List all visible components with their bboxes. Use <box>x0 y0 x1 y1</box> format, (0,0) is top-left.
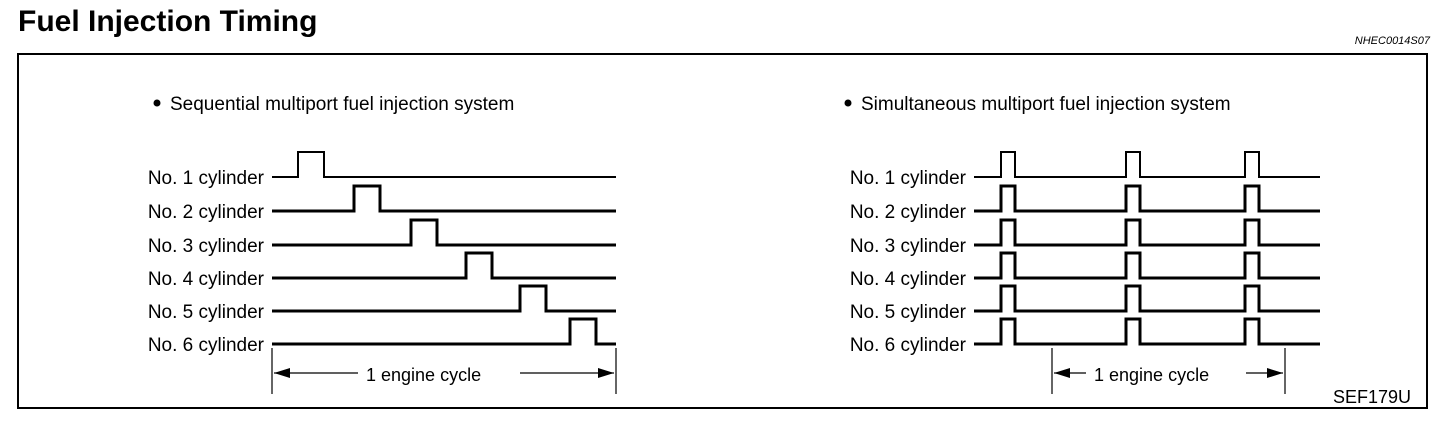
simultaneous-cylinder-label: No. 1 cylinder <box>850 168 967 189</box>
sequential-waveform <box>272 284 616 313</box>
simultaneous-waveform <box>974 218 1320 247</box>
simultaneous-waveform <box>974 151 1320 178</box>
simultaneous-cylinder-label: No. 5 cylinder <box>850 302 967 323</box>
document-code: NHEC0014S07 <box>1354 35 1430 47</box>
sequential-waveform <box>272 151 616 178</box>
bullet-icon <box>844 99 852 107</box>
sequential-cylinder-label: No. 4 cylinder <box>148 269 265 290</box>
simultaneous-cycle-label: 1 engine cycle <box>1094 365 1209 385</box>
simultaneous-waveform <box>974 184 1320 213</box>
sequential-waveform <box>272 251 616 280</box>
sequential-diagram: Sequential multiport fuel injection syst… <box>148 94 617 394</box>
sequential-waveform <box>272 218 616 247</box>
simultaneous-waveform <box>974 251 1320 280</box>
simultaneous-heading: Simultaneous multiport fuel injection sy… <box>861 94 1231 115</box>
simultaneous-cylinder-label: No. 3 cylinder <box>850 236 967 257</box>
simultaneous-waveform <box>974 317 1320 346</box>
bullet-icon <box>153 99 161 107</box>
sequential-waveform <box>272 184 616 213</box>
simultaneous-waveform <box>974 284 1320 313</box>
sequential-cylinder-label: No. 6 cylinder <box>148 335 265 356</box>
page-title: Fuel Injection Timing <box>18 5 318 38</box>
simultaneous-cycle-arrow <box>1051 348 1286 394</box>
sequential-cycle-arrow <box>271 348 617 394</box>
sequential-cylinder-label: No. 2 cylinder <box>148 202 265 223</box>
simultaneous-cylinder-label: No. 4 cylinder <box>850 269 967 290</box>
sequential-cylinder-label: No. 5 cylinder <box>148 302 265 323</box>
simultaneous-cylinder-label: No. 2 cylinder <box>850 202 967 223</box>
sequential-cycle-label: 1 engine cycle <box>366 365 481 385</box>
diagram-frame <box>17 53 1428 409</box>
sequential-cylinder-label: No. 1 cylinder <box>148 168 265 189</box>
sequential-cylinder-label: No. 3 cylinder <box>148 236 265 257</box>
simultaneous-cylinder-label: No. 6 cylinder <box>850 335 967 356</box>
sequential-waveform <box>272 317 616 346</box>
simultaneous-diagram: Simultaneous multiport fuel injection sy… <box>844 94 1320 394</box>
sequential-heading: Sequential multiport fuel injection syst… <box>170 94 514 115</box>
figure-id: SEF179U <box>1333 387 1411 407</box>
